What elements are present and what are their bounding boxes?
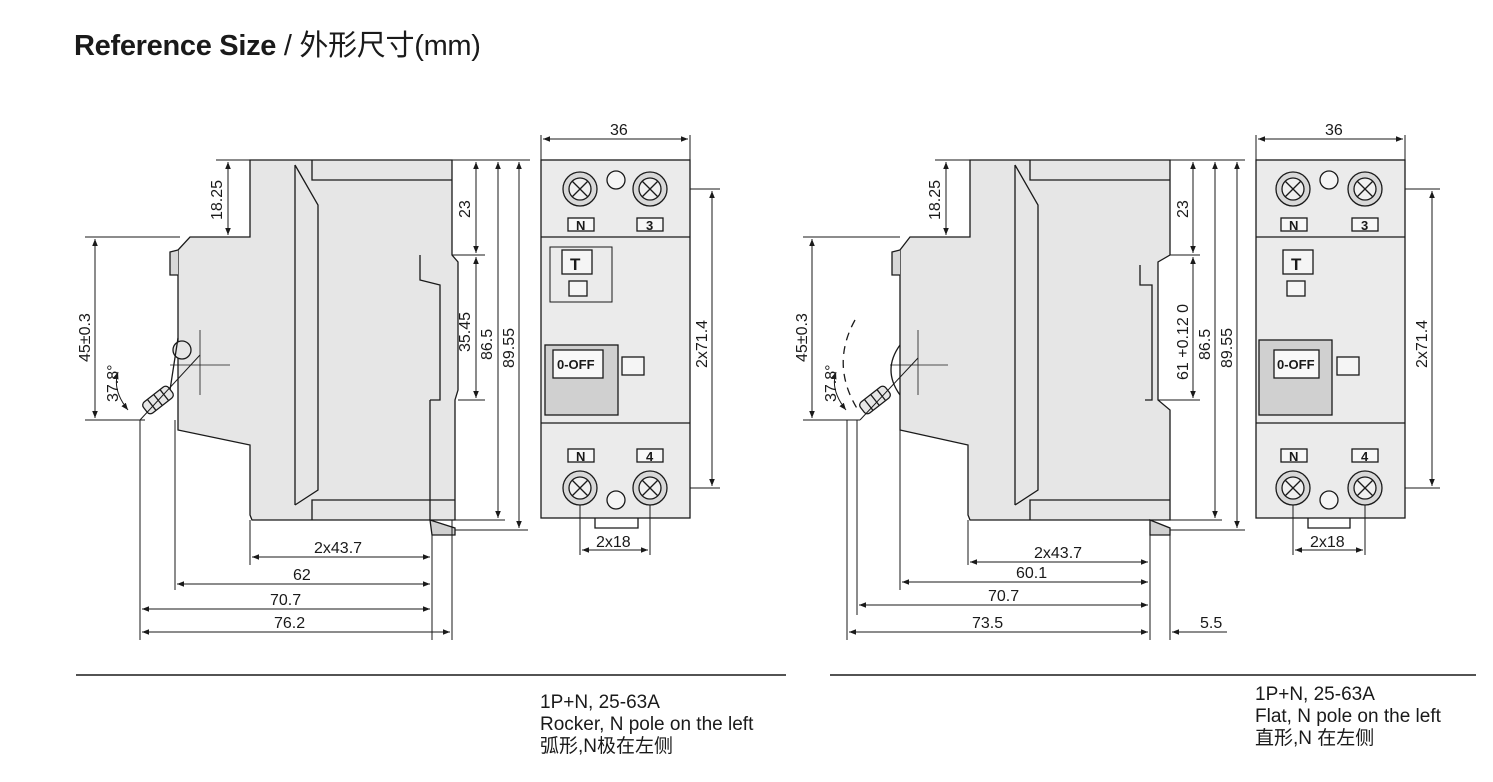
rocker-side-view	[139, 159, 459, 536]
flat-front-width: 36	[1325, 122, 1343, 139]
flat-dim-mid-height: 61 +0.12 0	[1175, 304, 1192, 380]
flat-dim-body-height: 86.5	[1197, 329, 1214, 360]
dim-w3: 70.7	[270, 592, 301, 609]
flat-side-dimensions	[803, 159, 1245, 640]
flat-switch-label: 0-OFF	[1277, 357, 1315, 372]
flat-bottom-left-pole: N	[1289, 449, 1298, 464]
rocker-switch-label: 0-OFF	[557, 357, 595, 372]
flat-side-view	[842, 159, 1171, 536]
rocker-top-right-pole: 3	[646, 218, 653, 233]
dim-lever-height: 45±0.3	[77, 313, 94, 362]
caption-flat-line-1: 1P+N, 25-63A	[1255, 684, 1375, 705]
rocker-bottom-right-pole: 4	[646, 449, 654, 464]
rocker-terminal-spacing-h: 2x18	[596, 534, 631, 551]
rocker-front-dimensions	[540, 135, 720, 555]
flat-top-left-pole: N	[1289, 218, 1298, 233]
flat-test-button: T	[1291, 255, 1302, 274]
dim-w1: 2x43.7	[314, 540, 362, 557]
caption-flat-line-2: Flat, N pole on the left	[1255, 706, 1441, 727]
page-title: Reference Size / 外形尺寸(mm)	[74, 22, 481, 64]
caption-rocker-line-2: Rocker, N pole on the left	[540, 714, 754, 735]
dim-upper-offset: 23	[457, 200, 474, 218]
rocker-top-left-pole: N	[576, 218, 585, 233]
dim-top-height: 18.25	[209, 180, 226, 220]
dim-total-height: 89.55	[501, 328, 518, 368]
dim-w4: 76.2	[274, 615, 305, 632]
title-zh: / 外形尺寸(mm)	[276, 30, 481, 62]
title-en: Reference Size	[74, 30, 277, 62]
dim-body-height: 86.5	[479, 329, 496, 360]
flat-bottom-right-pole: 4	[1361, 449, 1369, 464]
flat-side-labels: 18.25 23 61 +0.12 0 86.5 89.55 45±0.3 37…	[794, 180, 1236, 632]
flat-dim-w3: 70.7	[988, 588, 1019, 605]
flat-dim-w4: 73.5	[972, 615, 1003, 632]
rocker-side-dimensions	[85, 159, 530, 640]
flat-terminal-spacing-h: 2x18	[1310, 534, 1345, 551]
rocker-bottom-left-pole: N	[576, 449, 585, 464]
caption-rocker-line-3: 弧形,N极在左侧	[540, 736, 674, 757]
flat-dim-upper-offset: 23	[1175, 200, 1192, 218]
flat-dim-top-height: 18.25	[927, 180, 944, 220]
flat-front-dimensions	[1255, 135, 1440, 555]
flat-dim-lever-height: 45±0.3	[794, 313, 811, 362]
dim-w2: 62	[293, 567, 311, 584]
flat-front-view: T 0-OFF N 3 N 4	[1255, 159, 1406, 529]
rocker-side-labels: 18.25 23 35.45 86.5 89.55 45±0.3 37.8° 2…	[77, 180, 518, 632]
flat-terminal-spacing-v: 2x71.4	[1414, 320, 1431, 368]
flat-dim-total-height: 89.55	[1219, 328, 1236, 368]
flat-dim-w1: 2x43.7	[1034, 545, 1082, 562]
rocker-front-view: T 0-OFF N 3 N 4	[540, 159, 691, 529]
caption-rocker-line-1: 1P+N, 25-63A	[540, 692, 660, 713]
caption-rocker: 1P+N, 25-63A Rocker, N pole on the left …	[540, 692, 753, 758]
flat-dim-w5: 5.5	[1200, 615, 1222, 632]
rocker-test-button: T	[570, 255, 581, 274]
caption-flat-line-3: 直形,N 在左侧	[1255, 728, 1375, 749]
dim-mid-height: 35.45	[457, 312, 474, 352]
flat-top-right-pole: 3	[1361, 218, 1368, 233]
dim-angle: 37.8°	[105, 364, 122, 402]
flat-dim-angle: 37.8°	[823, 364, 840, 402]
flat-dim-w2: 60.1	[1016, 565, 1047, 582]
caption-flat: 1P+N, 25-63A Flat, N pole on the left 直形…	[1255, 684, 1441, 750]
rocker-terminal-spacing-v: 2x71.4	[694, 320, 711, 368]
rocker-front-width: 36	[610, 122, 628, 139]
